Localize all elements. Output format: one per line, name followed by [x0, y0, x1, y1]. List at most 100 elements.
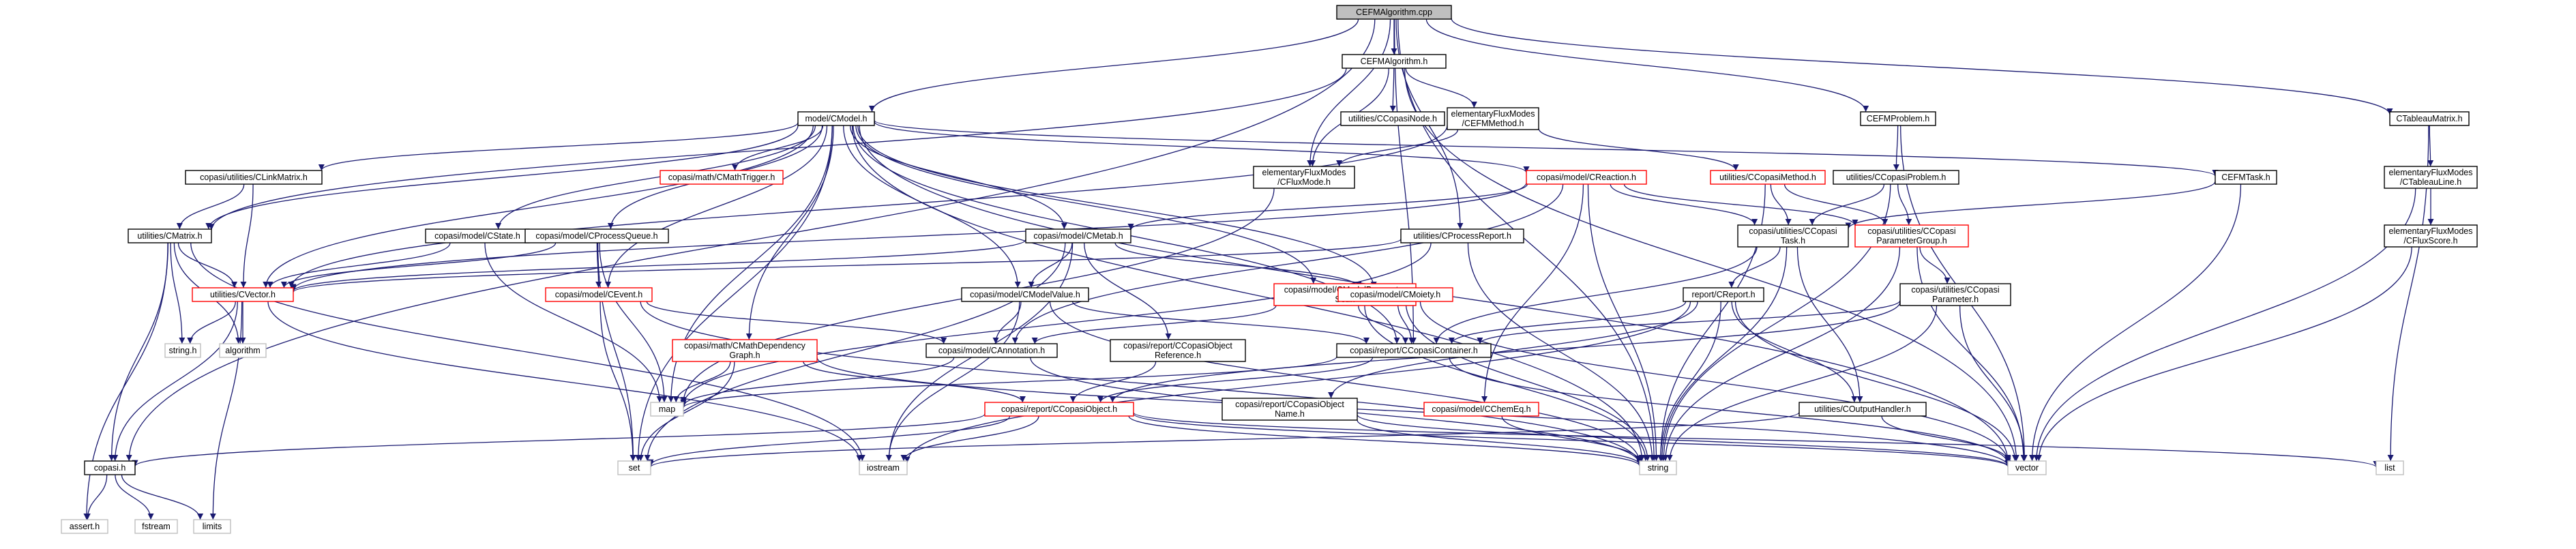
edge-cparameter-to-ccontainer: [1477, 300, 1901, 344]
node-cmoiety[interactable]: copasi/model/CMoiety.h: [1337, 287, 1453, 302]
node-cchemeq[interactable]: copasi/model/CChemEq.h: [1423, 402, 1539, 417]
node-label: copasi/model/CState.h: [434, 231, 520, 241]
node-root[interactable]: CEFMAlgorithm.cpp: [1336, 5, 1452, 20]
edge-cmodel-to-cmathtrigger: [732, 125, 824, 171]
edge-cchemeq-to-string: [1501, 415, 1643, 462]
node-label: /CTableauLine.h: [2400, 177, 2461, 187]
node-ctableaumatrix[interactable]: CTableauMatrix.h: [2389, 111, 2470, 126]
edge-creaction-to-ccopasitask: [1610, 183, 1758, 226]
node-cmatrix[interactable]: utilities/CMatrix.h: [128, 228, 212, 243]
node-box: [164, 343, 201, 358]
edge-copasih-to-limits: [121, 474, 204, 520]
node-cevent[interactable]: copasi/model/CEvent.h: [545, 287, 653, 302]
node-ccopasimethod[interactable]: utilities/CCopasiMethod.h: [1710, 170, 1826, 185]
node-cmetab[interactable]: copasi/model/CMetab.h: [1025, 228, 1131, 243]
node-cvector[interactable]: utilities/CVector.h: [192, 287, 294, 302]
node-ccopasinode[interactable]: utilities/CCopasiNode.h: [1340, 111, 1445, 126]
edge-cvector-to-copasih: [112, 301, 238, 462]
edge-cstate-to-cvector: [267, 242, 451, 288]
node-cmodelvalue[interactable]: copasi/model/CModelValue.h: [961, 287, 1089, 302]
node-ccopasiproblem[interactable]: utilities/CCopasiProblem.h: [1833, 170, 1959, 185]
node-cstate[interactable]: copasi/model/CState.h: [425, 228, 530, 243]
edge-ccopasiobject-to-string: [1128, 415, 1643, 466]
node-coutputhandler[interactable]: utilities/COutputHandler.h: [1798, 402, 1927, 417]
node-ctableauline[interactable]: elementaryFluxModes/CTableauLine.h: [2384, 166, 2478, 189]
edge-cobjref-to-ccopasiobject: [1069, 361, 1157, 403]
edge-cmatrix-to-cvector: [177, 242, 238, 288]
edge-ccontainer-to-ccopasiobject: [1097, 357, 1374, 403]
node-limits[interactable]: limits: [193, 519, 231, 534]
edge-cmatrix-to-copasih: [108, 242, 169, 462]
edge-ccopasitask-to-creport: [1728, 246, 1781, 288]
node-set[interactable]: set: [617, 460, 651, 475]
edge-cmodel-to-cmatrix: [205, 125, 799, 230]
node-box: [1342, 54, 1447, 69]
edge-cmodelparamset-to-ccontainer: [1358, 305, 1409, 344]
node-box: [660, 170, 784, 185]
node-label: copasi.h: [94, 463, 126, 473]
edge-cmetab-to-cmoiety: [1114, 242, 1362, 288]
edge-root-to-cfluxmode: [1307, 18, 1391, 167]
edge-cprocessreport-to-string: [1467, 242, 1656, 462]
edge-ccopasiobject-to-list: [1133, 412, 2380, 468]
node-box: [1526, 170, 1647, 185]
node-box: [2215, 170, 2277, 185]
node-cefmmethod[interactable]: elementaryFluxModes/CEFMMethod.h: [1447, 107, 1539, 130]
node-box: [1710, 170, 1826, 185]
edge-cprocessqueue-to-map: [599, 242, 668, 403]
node-ccontainer[interactable]: copasi/report/CCopasiContainer.h: [1336, 343, 1492, 358]
node-box: [797, 111, 875, 126]
edge-copasih-to-fstream: [115, 474, 154, 520]
node-box: [1025, 228, 1131, 243]
edge-creport-to-vector: [1734, 301, 2018, 462]
node-algh[interactable]: CEFMAlgorithm.h: [1342, 54, 1447, 69]
node-algorithm[interactable]: algorithm: [219, 343, 267, 358]
node-cmodel[interactable]: model/CModel.h: [797, 111, 875, 126]
node-fstream[interactable]: fstream: [134, 519, 178, 534]
node-cannotation[interactable]: copasi/model/CAnnotation.h: [926, 343, 1058, 358]
node-cfluxscore[interactable]: elementaryFluxModes/CFluxScore.h: [2384, 224, 2478, 248]
node-string[interactable]: string: [1639, 460, 1677, 475]
edge-cparameter-to-vector: [1959, 305, 2028, 462]
node-list[interactable]: list: [2375, 460, 2404, 475]
edge-cmathdepgraph-to-vector: [816, 357, 2011, 466]
node-cfluxmode[interactable]: elementaryFluxModes/CFluxMode.h: [1253, 166, 1355, 189]
edge-ccopasitask-to-ccontainer: [1433, 246, 1758, 344]
node-creport[interactable]: report/CReport.h: [1683, 287, 1764, 302]
node-box: [1860, 111, 1936, 126]
node-map[interactable]: map: [650, 402, 684, 417]
node-iostream[interactable]: iostream: [859, 460, 908, 475]
node-label: Name.h: [1275, 409, 1305, 419]
node-label: algorithm: [225, 346, 260, 355]
node-box: [672, 339, 818, 362]
node-label: copasi/model/CReaction.h: [1537, 173, 1636, 182]
node-label: copasi/model/CProcessQueue.h: [535, 231, 657, 241]
node-vector[interactable]: vector: [2007, 460, 2047, 475]
node-clinkmatrix[interactable]: copasi/utilities/CLinkMatrix.h: [185, 170, 323, 185]
node-box: [1340, 111, 1445, 126]
node-asserth[interactable]: assert.h: [61, 519, 108, 534]
edge-root-to-ctableaumatrix: [1451, 18, 2393, 115]
edge-cmodel-to-creaction: [874, 121, 1530, 173]
node-stringh[interactable]: string.h: [164, 343, 201, 358]
edge-cevent-to-string: [640, 301, 1643, 465]
node-label: /CFluxScore.h: [2403, 236, 2457, 246]
edge-cmodel-to-cmetab: [849, 125, 1067, 230]
node-cmathtrigger[interactable]: copasi/math/CMathTrigger.h: [660, 170, 784, 185]
edge-cmodelparamset-to-cannotation: [1031, 305, 1277, 344]
node-copasih[interactable]: copasi.h: [84, 460, 136, 475]
node-creaction[interactable]: copasi/model/CReaction.h: [1526, 170, 1647, 185]
edge-creaction-to-cparamgroup: [1623, 183, 1859, 226]
edge-cobjname-to-string: [1357, 419, 1643, 465]
node-cefmproblem[interactable]: CEFMProblem.h: [1860, 111, 1936, 126]
node-ccopasiobject[interactable]: copasi/report/CCopasiObject.h: [984, 402, 1134, 417]
node-cprocessreport[interactable]: utilities/CProcessReport.h: [1400, 228, 1524, 243]
node-cefmtask[interactable]: CEFMTask.h: [2215, 170, 2277, 185]
node-cprocessqueue[interactable]: copasi/model/CProcessQueue.h: [524, 228, 669, 243]
